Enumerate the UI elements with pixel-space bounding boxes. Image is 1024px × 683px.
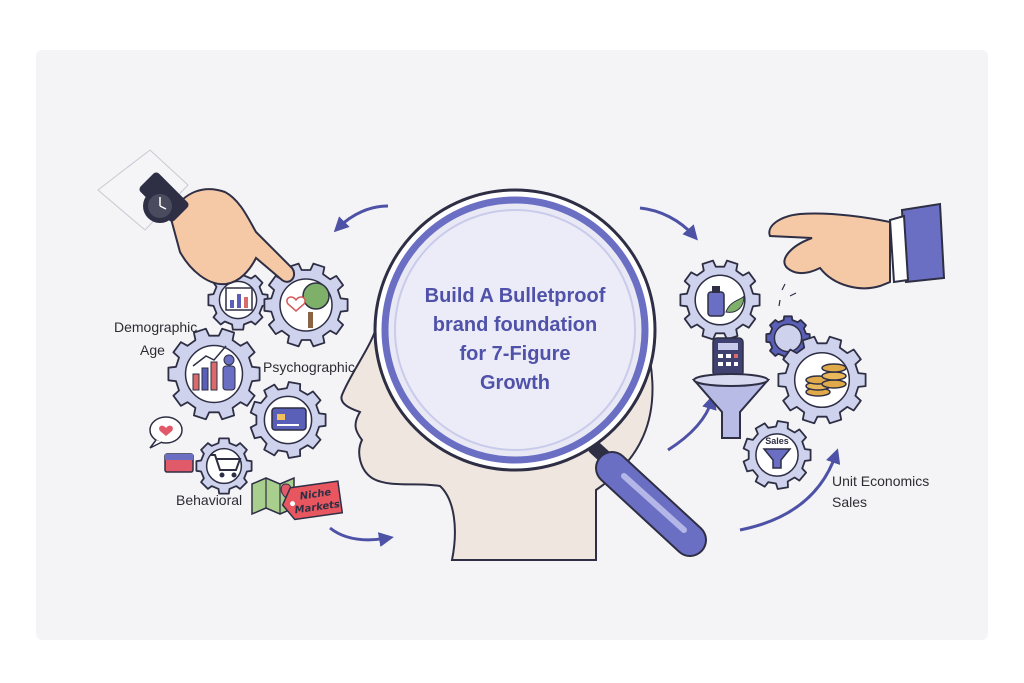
growth-chart-person-icon bbox=[192, 345, 236, 391]
label-unit-economics: Unit Economics bbox=[832, 473, 930, 489]
pinching-hand-right bbox=[768, 202, 946, 307]
small-funnel-icon bbox=[762, 448, 792, 469]
arrow-top-left bbox=[333, 204, 389, 233]
shopping-cart-icon bbox=[210, 454, 242, 478]
bar-chart-icon bbox=[225, 287, 253, 311]
headline-line-2: brand foundation bbox=[432, 314, 598, 336]
headline-line-1: Build A Bulletproof bbox=[424, 285, 606, 307]
arrow-bottom-right bbox=[739, 448, 841, 532]
funnel-icon bbox=[691, 373, 771, 439]
heart-tree-icon bbox=[286, 282, 330, 328]
credit-card-icon bbox=[271, 407, 307, 431]
arrow-top-right bbox=[639, 206, 698, 241]
card-icon bbox=[164, 453, 194, 473]
bottle-leaf-icon bbox=[707, 286, 745, 317]
gear-sales-label: Sales bbox=[765, 436, 789, 446]
tag-text-niche: Niche bbox=[299, 487, 332, 502]
headline-line-4: Growth bbox=[480, 372, 550, 394]
pointing-hand-left bbox=[97, 149, 296, 286]
arrow-right-up bbox=[667, 394, 717, 452]
gear-shopping-cart bbox=[195, 437, 253, 495]
label-age: Age bbox=[140, 342, 165, 358]
magnifier-handle bbox=[588, 441, 707, 557]
label-demographic: Demographic bbox=[114, 319, 198, 335]
headline-line-3: for 7-Figure bbox=[459, 343, 571, 365]
label-psychographic: Psychographic bbox=[263, 359, 355, 375]
label-behavioral: Behavioral bbox=[176, 492, 243, 508]
speech-bubble-heart-icon bbox=[149, 416, 183, 449]
arrow-bottom-left bbox=[329, 526, 394, 547]
coins-icon bbox=[805, 363, 847, 397]
calculator-icon bbox=[712, 337, 744, 377]
niche-markets-tag: Niche Markets bbox=[281, 480, 344, 521]
label-sales: Sales bbox=[832, 494, 868, 510]
headline: Build A Bulletproof brand foundation for… bbox=[400, 282, 630, 398]
gear-small-dark bbox=[765, 315, 811, 361]
magnifier-lens bbox=[373, 188, 657, 472]
